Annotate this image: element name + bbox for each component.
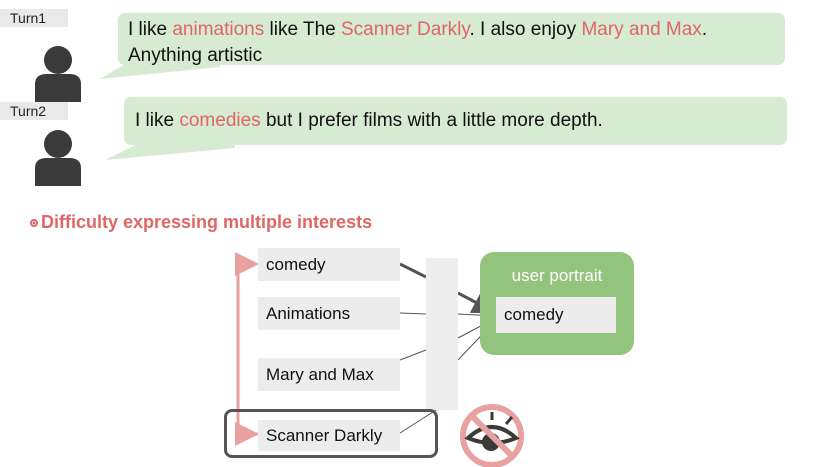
- turn1-text-4: Scanner Darkly: [341, 19, 470, 40]
- connector-comedy: [399, 262, 427, 279]
- turn2-text-3: but I prefer films with a little more de…: [260, 110, 603, 131]
- turn1-text-1: I like: [128, 19, 173, 40]
- turn1-text-6: Mary and Max: [581, 19, 702, 40]
- bullet-icon: [30, 218, 38, 227]
- user-portrait: user portrait comedy: [480, 252, 634, 355]
- turn-label-1: Turn1: [0, 9, 68, 27]
- aggregator-block: [426, 258, 458, 410]
- connector-mary-and-max: [399, 349, 427, 361]
- eye-crossed-icon: [460, 404, 524, 467]
- user-portrait-title: user portrait: [511, 266, 603, 285]
- interest-animations: Animations: [258, 297, 400, 330]
- person-icon: [35, 130, 81, 186]
- connector-animations: [399, 312, 427, 315]
- interest-scanner-darkly: Scanner Darkly: [258, 420, 400, 451]
- section-heading: Difficulty expressing multiple interests: [30, 212, 372, 233]
- section-heading-text: Difficulty expressing multiple interests: [41, 212, 373, 232]
- turn-label-2: Turn2: [0, 102, 68, 120]
- turn1-text-7: . Anything artistic: [128, 19, 708, 66]
- interest-mary-and-max: Mary and Max: [258, 358, 400, 391]
- turn2-text-2: comedies: [179, 110, 261, 131]
- turn2-text-1: I like: [135, 110, 180, 131]
- person-icon: [35, 46, 81, 102]
- turn1-text-3: like The: [264, 19, 341, 40]
- interest-comedy: comedy: [258, 248, 400, 281]
- chat-bubble-turn2: I like comedies but I prefer films with …: [124, 97, 787, 145]
- missed-interest-frame: [224, 409, 438, 458]
- turn1-text-5: . I also enjoy: [469, 19, 582, 40]
- user-portrait-value: comedy: [496, 297, 616, 333]
- chat-bubble-turn1: I like animations like The Scanner Darkl…: [118, 13, 785, 66]
- turn1-text-2: animations: [172, 19, 265, 40]
